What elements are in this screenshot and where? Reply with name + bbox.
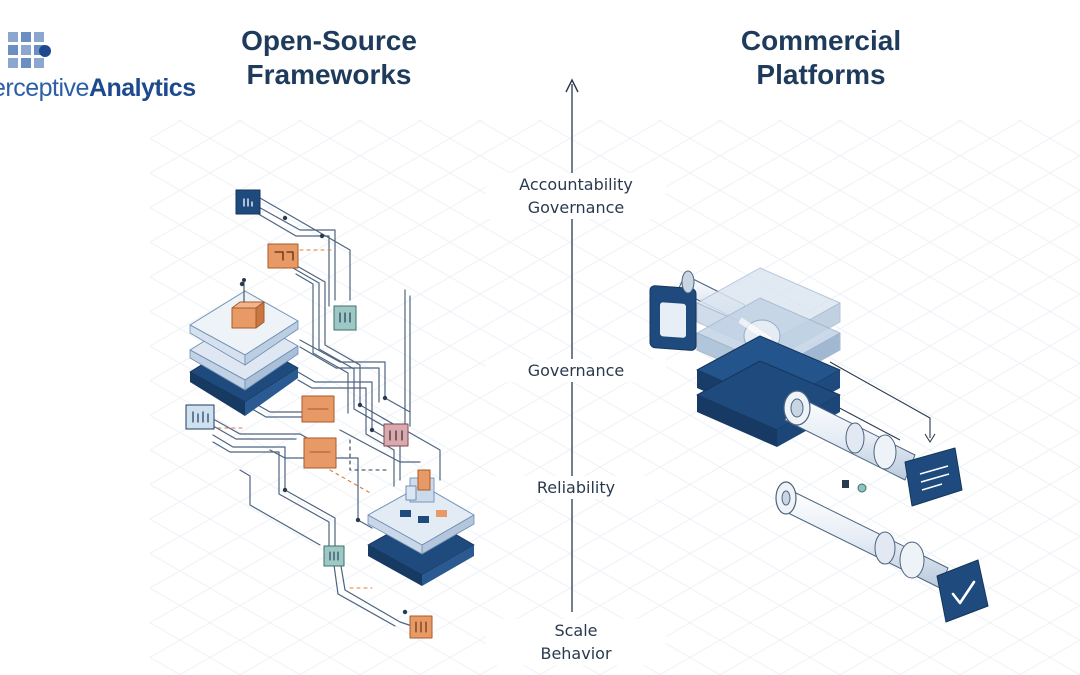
- axis-label-4-line1: Scale: [554, 621, 598, 640]
- left-stack-upper: [189, 278, 299, 416]
- axis-label-reliability: Reliability: [486, 476, 666, 499]
- chip-orange-bottom: [409, 615, 433, 639]
- chip-orange-1: [267, 243, 299, 269]
- chip-orange-3: [303, 437, 337, 469]
- left-column-heading: Open-Source Frameworks: [179, 24, 479, 92]
- check-icon: [951, 580, 976, 605]
- axis-label-governance: Governance: [486, 359, 666, 382]
- axis-label-accountability-governance: Accountability Governance: [486, 173, 666, 219]
- chip-pink: [383, 423, 409, 447]
- pipe-lower: [775, 481, 949, 589]
- chip-pale-left: [185, 404, 215, 430]
- junction-dots: [239, 215, 408, 615]
- chip-orange-2: [301, 395, 335, 423]
- axis-label-4-line2: Behavior: [540, 644, 612, 663]
- logo-text-light: erceptive: [0, 74, 89, 102]
- right-column-heading: Commercial Platforms: [671, 24, 971, 92]
- logo-grid-icon: [8, 32, 51, 68]
- axis-label-1-line1: Accountability: [519, 175, 633, 194]
- small-connectors: [842, 480, 867, 493]
- chip-top-navy: [235, 189, 261, 215]
- company-logo: erceptiveAnalytics: [0, 30, 200, 110]
- open-source-diagram: [185, 189, 475, 639]
- dashed-signals: [217, 249, 391, 589]
- axis-label-2-line1: Governance: [527, 361, 625, 380]
- axis-label-1-line2: Governance: [527, 198, 625, 217]
- wiring: [212, 197, 441, 627]
- central-axis: [565, 78, 579, 612]
- right-heading-line1: Commercial: [740, 25, 902, 56]
- arrow-up-icon: [565, 78, 579, 93]
- commercial-diagram: [649, 267, 989, 623]
- chip-teal-1: [333, 305, 357, 331]
- pipe-main: [783, 390, 916, 481]
- chip-teal-2: [323, 545, 345, 567]
- logo-text: erceptiveAnalytics: [0, 74, 196, 103]
- document-panel: [904, 447, 963, 507]
- logo-text-bold: Analytics: [88, 74, 196, 102]
- axis-label-scale-behavior: Scale Behavior: [486, 619, 666, 665]
- axis-label-3-line1: Reliability: [536, 478, 616, 497]
- left-heading-line2: Frameworks: [246, 59, 412, 90]
- left-heading-line1: Open-Source: [241, 25, 417, 56]
- check-panel: [936, 559, 989, 623]
- commercial-stack: [696, 267, 841, 447]
- document-icon: [919, 465, 950, 491]
- left-stack-lower: [367, 469, 475, 586]
- right-heading-line2: Platforms: [756, 59, 886, 90]
